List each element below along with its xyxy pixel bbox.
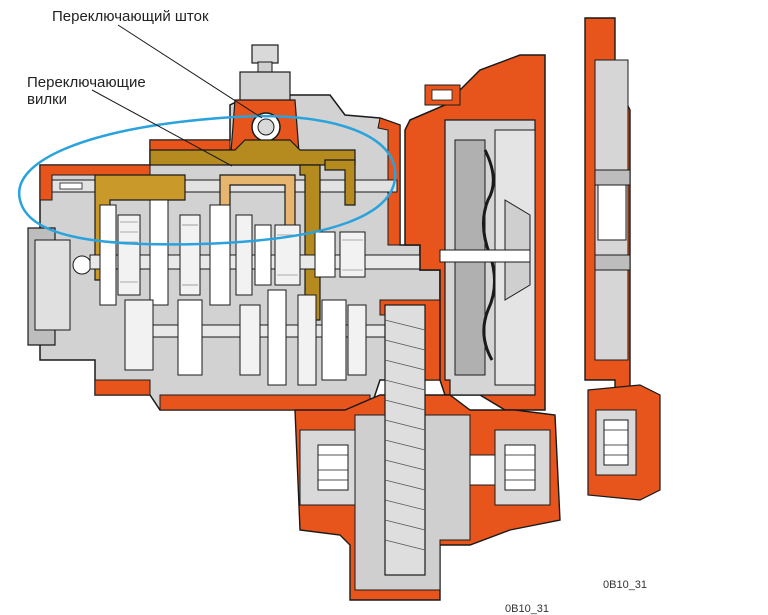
- label-shift-forks-line2: вилки: [27, 91, 68, 108]
- clutch-housing: [404, 54, 546, 411]
- shift-rod-assembly: [51, 139, 435, 321]
- differential: [294, 304, 561, 601]
- leader-line-shift-forks: [91, 89, 233, 167]
- shift-fork-4: [324, 159, 356, 206]
- label-shift-rod: Переключающий шток: [52, 8, 209, 25]
- figure-code-bottom: 0B10_31: [505, 603, 550, 615]
- leader-line-shift-rod: [117, 24, 263, 119]
- gear-shafts: [89, 199, 441, 386]
- right-section: [584, 17, 661, 501]
- highlight-ellipse: [17, 115, 397, 246]
- figure-code-right: 0B10_31: [603, 579, 648, 591]
- label-shift-forks-line1: Переключающие: [27, 74, 146, 91]
